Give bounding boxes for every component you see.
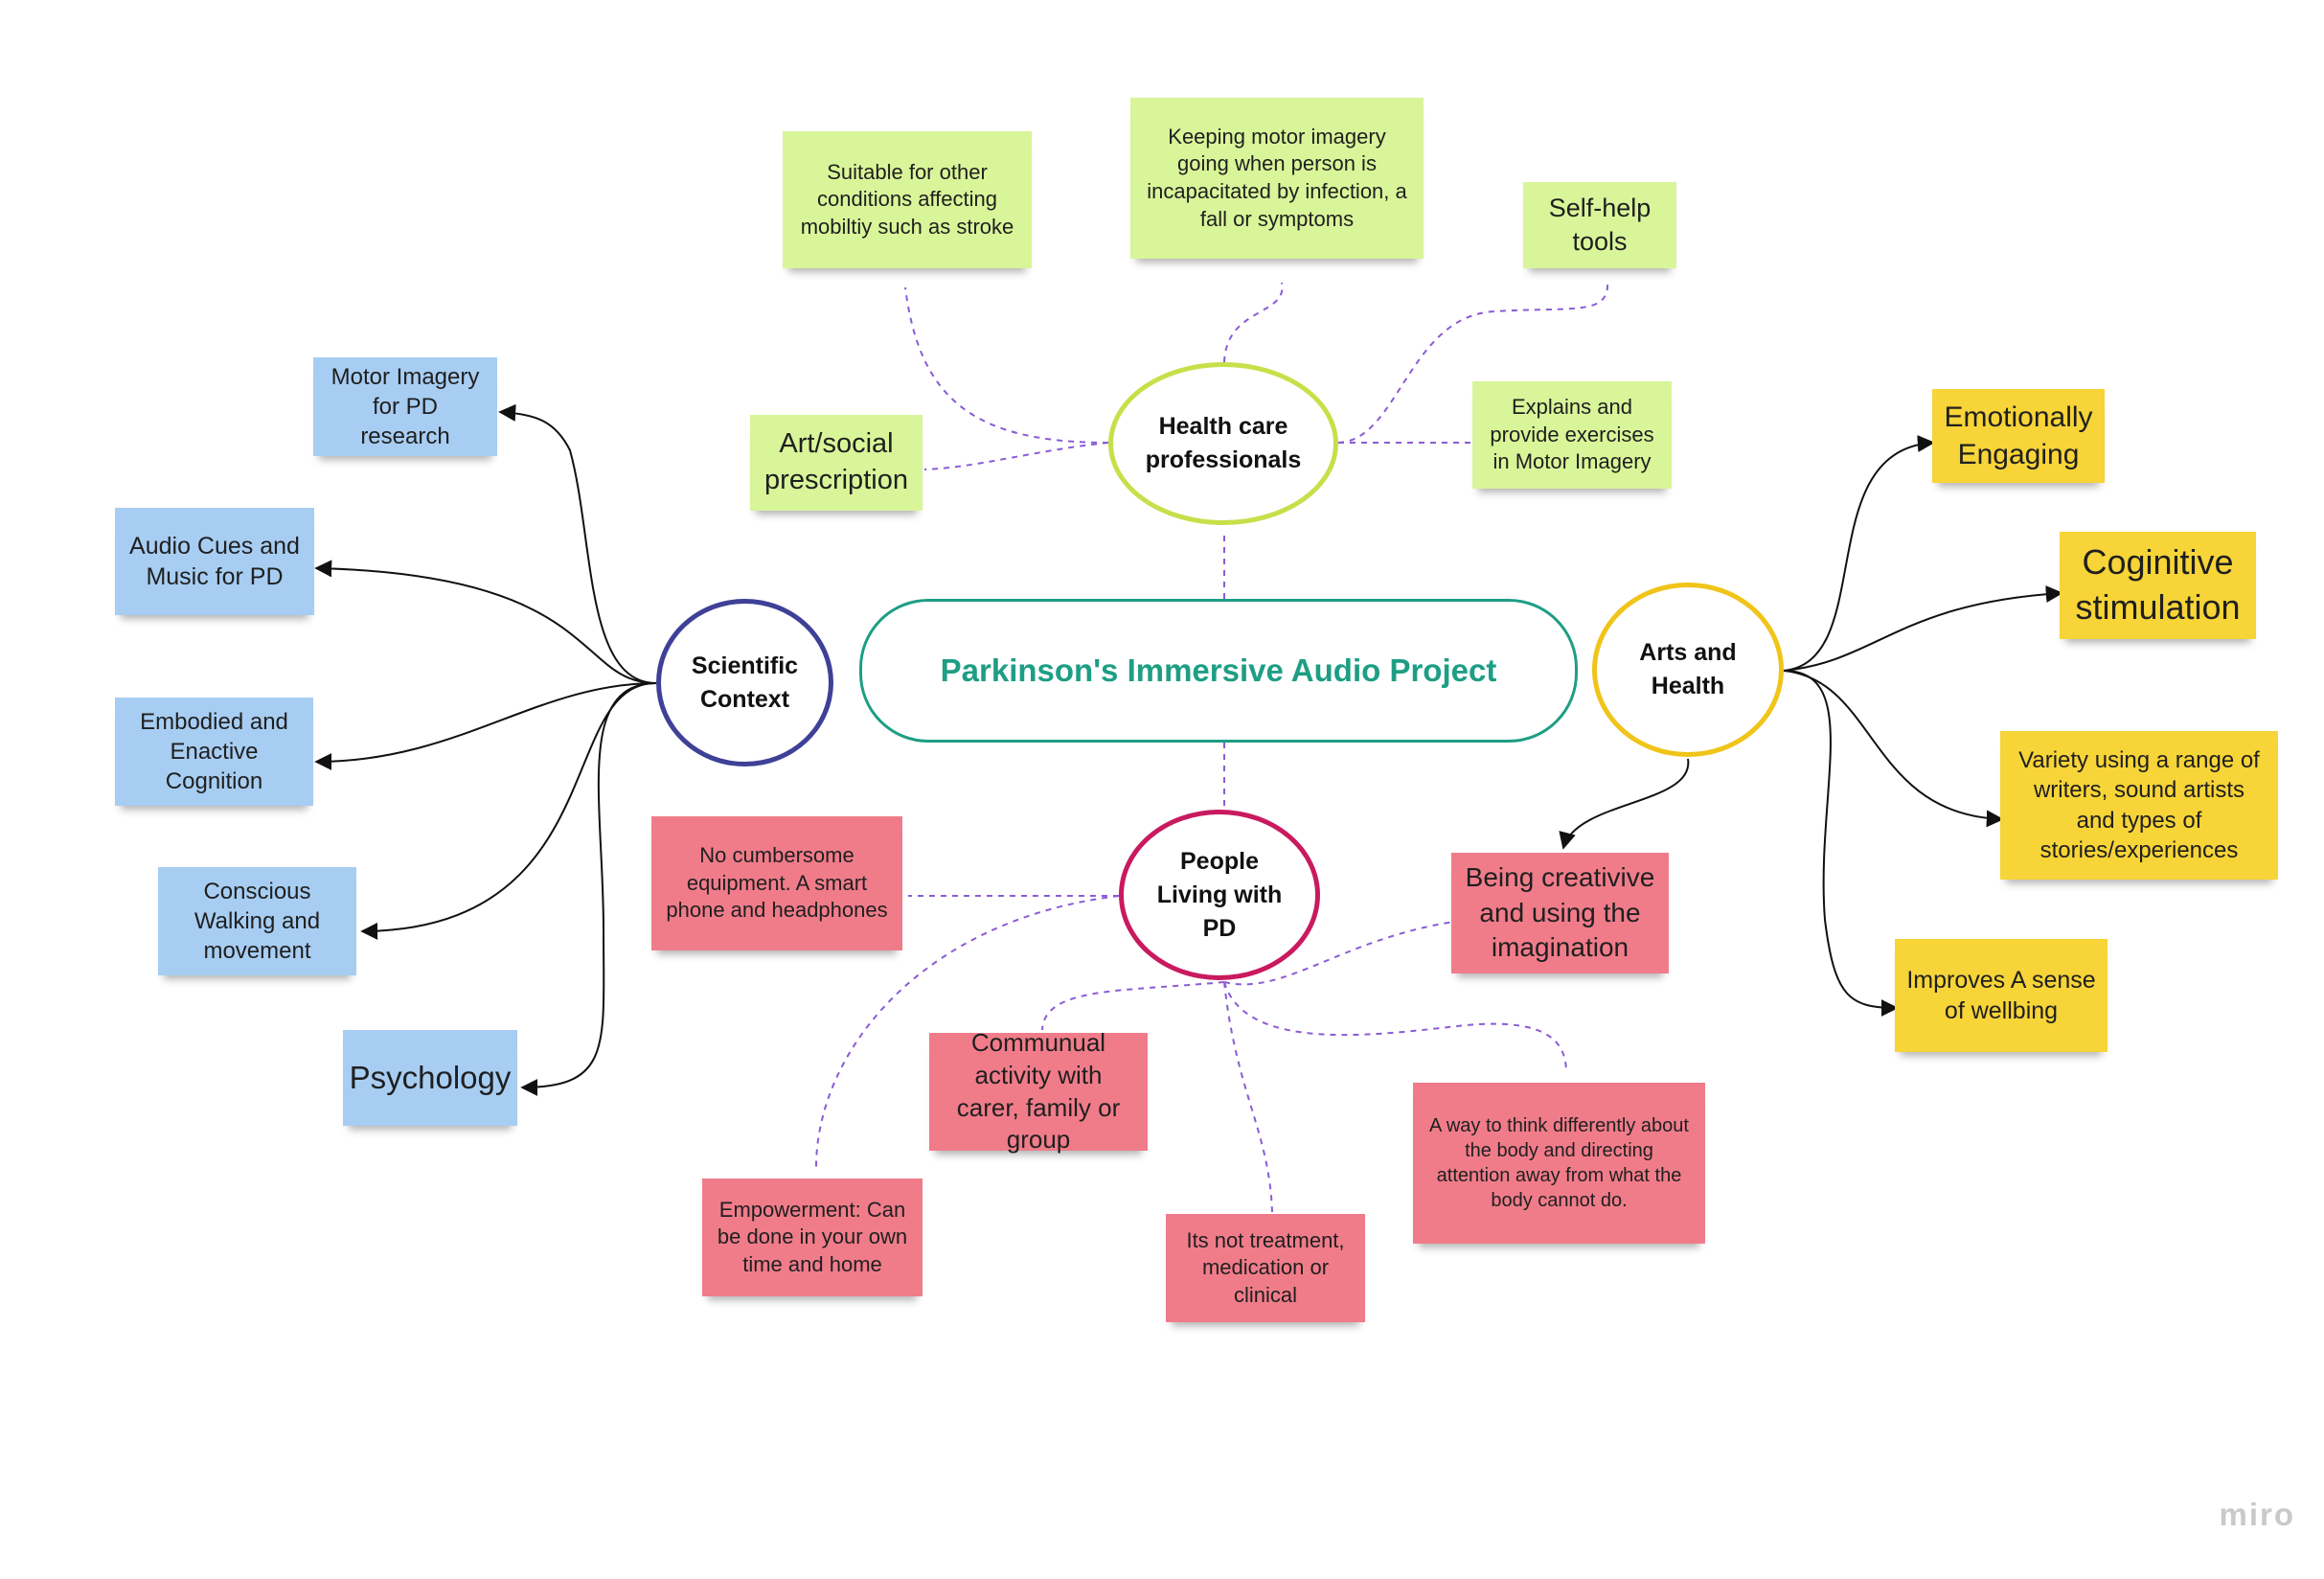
note-text: Psychology bbox=[349, 1059, 512, 1095]
hub-label: Arts and Health bbox=[1639, 639, 1737, 699]
note-text: Self-help tools bbox=[1548, 193, 1652, 256]
center-topic[interactable]: Parkinson's Immersive Audio Project bbox=[859, 599, 1578, 743]
arrow-arts-variety bbox=[1783, 670, 2004, 828]
note-keeping-motor-imagery[interactable]: Keeping motor imagery going when person … bbox=[1130, 98, 1424, 259]
note-self-help-tools[interactable]: Self-help tools bbox=[1523, 182, 1676, 268]
arrow-arts-coginitive bbox=[1783, 585, 2063, 672]
connector-people-treatment bbox=[1223, 981, 1273, 1213]
note-not-treatment[interactable]: Its not treatment, medication or clinica… bbox=[1166, 1214, 1365, 1322]
note-audio-cues-music[interactable]: Audio Cues and Music for PD bbox=[115, 508, 314, 615]
note-art-social-prescription[interactable]: Art/social prescription bbox=[750, 415, 923, 511]
note-text: Motor Imagery for PD research bbox=[330, 363, 480, 450]
center-topic-label: Parkinson's Immersive Audio Project bbox=[940, 652, 1497, 688]
note-improves-wellbeing[interactable]: Improves A sense of wellbing bbox=[1895, 939, 2108, 1052]
connector-people-creative bbox=[1223, 921, 1455, 986]
note-motor-imagery-research[interactable]: Motor Imagery for PD research bbox=[313, 357, 497, 456]
hub-people-living-with-pd[interactable]: People Living with PD bbox=[1119, 810, 1320, 980]
arrow-arts-improves bbox=[1783, 670, 1899, 1017]
arrow-scientific-motorimagery bbox=[498, 403, 657, 684]
note-suitable-for-other-conditions[interactable]: Suitable for other conditions affecting … bbox=[783, 131, 1032, 268]
arrow-scientific-conscious bbox=[360, 682, 657, 940]
note-think-differently-body[interactable]: A way to think differently about the bod… bbox=[1413, 1083, 1705, 1244]
hub-health-care-professionals[interactable]: Health care professionals bbox=[1108, 362, 1338, 525]
arrow-scientific-embodied bbox=[314, 682, 657, 770]
note-text: Empowerment: Can be done in your own tim… bbox=[717, 1197, 908, 1276]
note-emotionally-engaging[interactable]: Emotionally Engaging bbox=[1932, 389, 2105, 483]
note-no-cumbersome-equipment[interactable]: No cumbersome equipment. A smart phone a… bbox=[651, 816, 902, 950]
note-text: Keeping motor imagery going when person … bbox=[1147, 124, 1407, 231]
hub-scientific-context[interactable]: Scientific Context bbox=[656, 599, 833, 767]
connector-health-art bbox=[923, 442, 1109, 470]
note-being-creative-imagination[interactable]: Being creativive and using the imaginati… bbox=[1451, 853, 1669, 973]
note-text: Improves A sense of wellbing bbox=[1906, 966, 2096, 1025]
note-explains-exercises[interactable]: Explains and provide exercises in Motor … bbox=[1472, 381, 1672, 489]
note-text: Conscious Walking and movement bbox=[194, 878, 321, 965]
connector-health-suitable bbox=[904, 286, 1109, 444]
note-text: Variety using a range of writers, sound … bbox=[2018, 747, 2260, 863]
connector-health-selfhelp bbox=[1337, 282, 1609, 444]
connector-people-communual bbox=[1041, 981, 1225, 1031]
note-text: Emotionally Engaging bbox=[1944, 401, 2093, 470]
note-psychology[interactable]: Psychology bbox=[343, 1030, 517, 1126]
note-embodied-enactive-cognition[interactable]: Embodied and Enactive Cognition bbox=[115, 698, 313, 806]
hub-label: Scientific Context bbox=[691, 652, 799, 713]
note-conscious-walking[interactable]: Conscious Walking and movement bbox=[158, 867, 356, 975]
note-text: Explains and provide exercises in Motor … bbox=[1490, 395, 1654, 474]
note-text: No cumbersome equipment. A smart phone a… bbox=[666, 843, 888, 923]
note-text: Art/social prescription bbox=[764, 428, 908, 495]
note-variety-writers-artists[interactable]: Variety using a range of writers, sound … bbox=[2000, 731, 2278, 880]
note-text: Suitable for other conditions affecting … bbox=[800, 159, 1014, 239]
note-communual-activity[interactable]: Communual activity with carer, family or… bbox=[929, 1028, 1148, 1154]
connector-people-away bbox=[1223, 981, 1567, 1074]
note-text: A way to think differently about the bod… bbox=[1429, 1115, 1689, 1211]
note-text: Embodied and Enactive Cognition bbox=[140, 708, 288, 795]
hub-label: People Living with PD bbox=[1156, 847, 1283, 942]
arrow-arts-creative bbox=[1559, 758, 1690, 850]
note-text: Its not treatment, medication or clinica… bbox=[1186, 1227, 1345, 1307]
miro-logo: miro bbox=[2219, 1497, 2295, 1532]
note-empowerment[interactable]: Empowerment: Can be done in your own tim… bbox=[702, 1179, 923, 1296]
connector-health-keeping bbox=[1223, 282, 1284, 363]
note-text: Coginitive stimulation bbox=[2075, 542, 2241, 627]
hub-arts-and-health[interactable]: Arts and Health bbox=[1592, 583, 1784, 757]
note-text: Audio Cues and Music for PD bbox=[129, 532, 300, 591]
note-text: Communual activity with carer, family or… bbox=[956, 1027, 1121, 1155]
arrow-arts-emotionally bbox=[1783, 435, 1935, 672]
note-text: Being creativive and using the imaginati… bbox=[1465, 862, 1655, 963]
note-coginitive-stimulation[interactable]: Coginitive stimulation bbox=[2060, 532, 2256, 639]
arrow-scientific-audiocues bbox=[314, 560, 657, 684]
connector-people-empowerment bbox=[814, 895, 1120, 1172]
hub-label: Health care professionals bbox=[1145, 413, 1302, 473]
arrow-scientific-psychology bbox=[520, 682, 657, 1096]
